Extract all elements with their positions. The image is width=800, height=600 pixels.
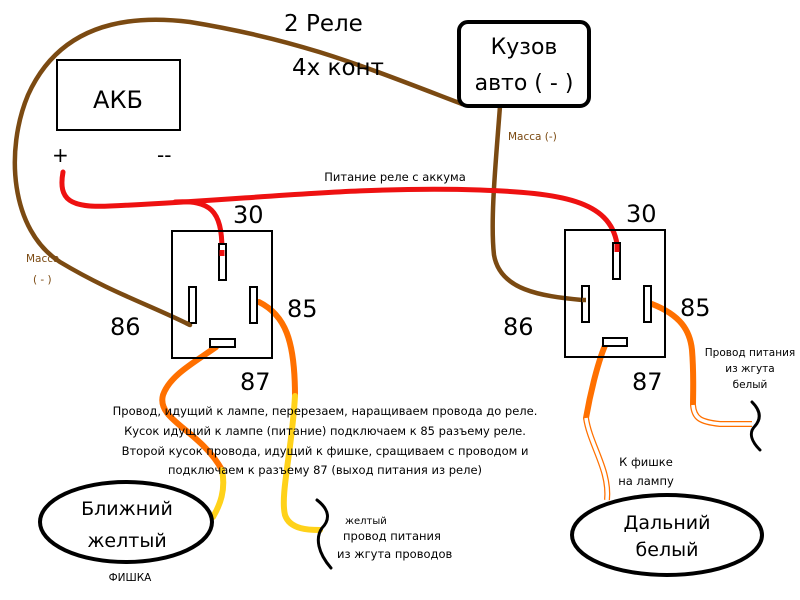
- relay-right-label-87: 87: [632, 368, 663, 396]
- relay-left-label-87: 87: [240, 368, 271, 396]
- power-wire: [59, 169, 620, 247]
- instruction-line: Второй кусок провода, идущий к фишке, ср…: [122, 444, 529, 458]
- relay-left: 30 85 86 87: [110, 201, 318, 396]
- battery-minus: --: [157, 143, 171, 167]
- battery-box: [56, 59, 181, 131]
- wire-85-left-orange: [256, 299, 298, 399]
- relay-power-label: Питание реле с аккума: [324, 170, 466, 184]
- pin-86-left-contact: [184, 320, 192, 328]
- relay-left-label-86: 86: [110, 313, 141, 341]
- relay-left-pin-30: [218, 243, 227, 281]
- white-harness-line1: Провод питания: [705, 347, 795, 359]
- relay-left-pin-85: [249, 286, 258, 324]
- ground-label-top: Масса (-): [508, 131, 557, 143]
- relay-left-label-85: 85: [287, 295, 318, 323]
- title-line2: 4х конт: [292, 55, 384, 81]
- wire-stripe: [691, 404, 752, 426]
- instructions: Провод, идущий к лампе, перерезаем, нара…: [113, 404, 538, 477]
- low-beam-plug: [38, 480, 214, 564]
- relay-right-pin-85: [643, 285, 652, 323]
- wire-85-right-orange: [649, 301, 697, 408]
- battery-label: АКБ: [93, 86, 143, 114]
- low-beam-caption: ФИШКА: [109, 572, 153, 584]
- relay-right-body: [564, 229, 666, 358]
- wire-85-left-yellow: [280, 393, 323, 533]
- relay-left-pin-86: [188, 286, 197, 324]
- relay-left-pin-87: [209, 338, 236, 348]
- relay-left-body: [171, 230, 273, 359]
- instruction-line: подключаем к разъему 87 (выход питания и…: [168, 463, 482, 477]
- body-ground-line2: авто ( - ): [475, 71, 574, 96]
- wire-87-right-orange: [583, 338, 610, 421]
- high-beam-plug: [570, 493, 764, 577]
- instruction-line: Провод, идущий к лампе, перерезаем, нара…: [113, 404, 538, 418]
- ground-wire-left: [12, 17, 465, 328]
- ground-wire-right: [490, 103, 585, 303]
- relay-right-pin-86: [581, 285, 590, 323]
- relay-right-label-86: 86: [503, 313, 534, 341]
- high-beam-line1: Дальний: [624, 512, 711, 534]
- relay-right-label-85: 85: [680, 294, 711, 322]
- relay-left-label-30: 30: [233, 201, 264, 229]
- title-line1: 2 Реле: [284, 11, 363, 37]
- battery-plus: +: [52, 143, 69, 167]
- instruction-line: Кусок идущий к лампе (питание) подключае…: [124, 424, 526, 438]
- yellow-harness-line1: желтый: [345, 516, 387, 527]
- yellow-harness-line2: провод питания: [343, 529, 441, 543]
- relay-right-pin-87: [602, 337, 628, 347]
- wire-87-left-orange: [159, 344, 225, 473]
- ground-label-left-1: Масса: [26, 253, 59, 265]
- relay-right-label-30: 30: [626, 200, 657, 228]
- wire-break-right: [749, 400, 762, 452]
- low-beam-line2: желтый: [87, 530, 166, 552]
- high-beam-line2: белый: [636, 539, 699, 561]
- relay-right: 30 85 86 87: [503, 200, 711, 396]
- to-plug-line2: на лампу: [618, 474, 674, 488]
- white-harness-line3: белый: [733, 379, 768, 391]
- low-beam-line1: Ближний: [81, 498, 173, 520]
- power-wire-branch-left: [172, 199, 225, 253]
- body-ground-line1: Кузов: [491, 35, 558, 60]
- body-ground-box: [457, 20, 591, 108]
- yellow-harness-line3: из жгута проводов: [337, 547, 453, 561]
- wire-87-left-yellow: [210, 467, 227, 520]
- white-harness-line2: из жгута: [725, 363, 775, 375]
- wire-stripe: [584, 417, 609, 501]
- to-plug-line1: К фишке: [619, 455, 673, 469]
- relay-right-pin-30: [612, 242, 621, 280]
- wire-break-left: [315, 498, 333, 570]
- ground-label-left-2: ( - ): [33, 274, 52, 286]
